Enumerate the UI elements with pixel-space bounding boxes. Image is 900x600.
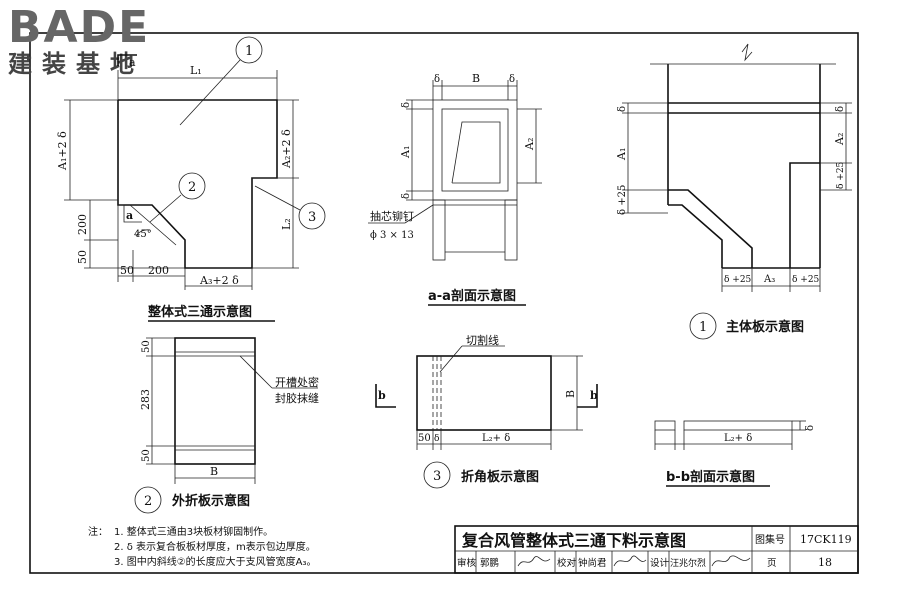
integral-tee-view: a a L₁ A₁+2 δ 200 50 50 200 A₃+2 δ A₂+2 … xyxy=(56,36,326,322)
corner-board-view: 切割线 B 50 δ L₂+ δ b b 3 折角板示意图 xyxy=(375,333,598,489)
tee-inner-slope xyxy=(129,204,177,246)
dim-50-corner: 50 xyxy=(418,433,431,444)
design-signature xyxy=(711,555,751,567)
dim-L1: L₁ xyxy=(190,64,202,77)
tee-outline xyxy=(117,99,278,269)
label-b-right: b xyxy=(590,389,598,402)
dim-50-vertical: 50 xyxy=(76,250,89,264)
dim-A1-2d: A₁+2 δ xyxy=(56,131,69,171)
callout-2-number: 2 xyxy=(188,180,196,195)
page-label: 页 xyxy=(767,558,777,569)
dim-50-fold-bottom: 50 xyxy=(141,449,152,462)
check-name: 钟尚君 xyxy=(578,557,607,569)
section-bb-view: δ L₂+ δ b-b剖面示意图 xyxy=(654,420,816,487)
dim-A3-main: A₃ xyxy=(763,274,775,285)
note-1: 1. 整体式三通由3块板材铆固制作。 xyxy=(114,525,273,538)
callout-3-corner: 3 xyxy=(433,469,441,484)
dim-50-fold-top: 50 xyxy=(141,340,152,353)
design-label: 设计 xyxy=(650,557,670,569)
label-a-top: a xyxy=(129,56,136,69)
dim-d-bb: δ xyxy=(805,425,816,431)
logo-brand: BADE xyxy=(8,2,150,53)
label-slot-seal-1: 开槽处密 xyxy=(275,375,319,389)
dim-d25-main-right: δ +25 xyxy=(836,161,846,189)
atlas-label: 图集号 xyxy=(755,533,785,546)
angle-arc xyxy=(135,229,151,237)
review-name: 郭鹏 xyxy=(480,557,499,569)
logo: BADE 建装基地 xyxy=(8,2,150,78)
dim-A1-main: A₁ xyxy=(615,148,628,161)
section-mark-b-left xyxy=(375,384,396,408)
dim-A1-aa: A₁ xyxy=(399,146,412,159)
design-name: 汪兆尔烈 xyxy=(670,557,706,569)
title-section-bb: b-b剖面示意图 xyxy=(666,469,755,485)
dim-283: 283 xyxy=(139,389,152,410)
callout-2-leader xyxy=(149,194,182,223)
sheet-frame xyxy=(29,32,859,574)
atlas-number: 17CK119 xyxy=(800,533,852,546)
dim-B-fold: B xyxy=(210,465,218,478)
dim-50-bottom: 50 xyxy=(120,264,134,277)
dim-A3-2d: A₃+2 δ xyxy=(199,274,239,287)
angle-45: 45° xyxy=(134,229,152,240)
note-2: 2. δ 表示复合板板材厚度，m表示包边厚度。 xyxy=(114,540,316,553)
dim-d-aa-left: δ xyxy=(434,74,440,85)
dim-d-aa-top: δ xyxy=(401,102,412,108)
dim-B-corner: B xyxy=(564,390,577,398)
callout-3-leader xyxy=(254,185,301,211)
callout-2-fold: 2 xyxy=(144,494,152,509)
dim-B-aa: B xyxy=(472,72,480,85)
dim-A2-aa: A₂ xyxy=(523,138,536,151)
dim-d-main-left: δ xyxy=(617,106,628,112)
dim-d-corner: δ xyxy=(434,434,439,444)
dim-d25-bottom-left: δ +25 xyxy=(724,275,752,285)
review-signature xyxy=(517,556,551,567)
label-slot-seal-2: 封胶抹缝 xyxy=(275,391,319,405)
dim-A2-2d: A₂+2 δ xyxy=(280,129,293,169)
label-rivet: 抽芯铆钉 xyxy=(370,209,414,223)
callout-1-number: 1 xyxy=(245,44,253,59)
check-signature xyxy=(613,555,647,567)
dim-d-aa-bottom: δ xyxy=(401,193,412,199)
note-3: 3. 图中内斜线②的长度应大于支风管宽度A₃。 xyxy=(114,555,317,568)
section-mark-b-right xyxy=(577,384,598,408)
dim-d-aa-right: δ xyxy=(509,74,515,85)
logo-subtitle: 建装基地 xyxy=(8,50,144,78)
notes: 注： 1. 整体式三通由3块板材铆固制作。 2. δ 表示复合板板材厚度，m表示… xyxy=(88,525,317,568)
check-label: 校对 xyxy=(557,557,577,569)
section-mark-a-top xyxy=(117,54,137,66)
label-rivet-spec: ϕ 3 × 13 xyxy=(370,230,414,241)
title-outer-fold: 外折板示意图 xyxy=(171,493,250,509)
label-b-left: b xyxy=(378,389,386,402)
dim-L2d-bb: L₂+ δ xyxy=(724,433,752,444)
page-number: 18 xyxy=(818,556,832,569)
dim-d-main-right: δ xyxy=(835,106,846,112)
notes-prefix: 注： xyxy=(88,525,108,538)
callout-3-number: 3 xyxy=(308,210,316,225)
title-corner-board: 折角板示意图 xyxy=(461,469,539,485)
section-aa-view: B δ δ δ A₁ δ A₂ 抽芯铆钉 ϕ 3 × 13 a-a剖面示意图 xyxy=(368,72,542,306)
dim-L2d-corner: L₂+ δ xyxy=(482,433,510,444)
drawing-title: 复合风管整体式三通下料示意图 xyxy=(461,531,686,550)
outer-fold-view: 50 283 50 B 开槽处密 封胶抹缝 2 外折板示意图 xyxy=(134,337,319,514)
title-main-board: 主体板示意图 xyxy=(726,319,804,335)
dim-d25-main-left: δ +25 xyxy=(617,185,628,215)
title-section-aa: a-a剖面示意图 xyxy=(428,288,516,304)
title-integral-tee: 整体式三通示意图 xyxy=(147,304,252,320)
tee-notch xyxy=(118,204,142,223)
label-cut-line: 切割线 xyxy=(466,333,499,347)
dim-A2-main: A₂ xyxy=(833,133,846,146)
callout-1-leader xyxy=(179,59,241,126)
title-block: 复合风管整体式三通下料示意图 图集号 17CK119 审核 郭鹏 校对 钟尚君 … xyxy=(454,525,859,574)
label-a-bottom: a xyxy=(126,209,133,222)
dim-200-vertical: 200 xyxy=(76,214,89,235)
dim-L2: L₂ xyxy=(280,218,293,230)
callout-1-main: 1 xyxy=(699,320,707,335)
break-mark xyxy=(741,43,753,62)
dim-200-bottom: 200 xyxy=(148,264,169,277)
review-label: 审核 xyxy=(457,557,477,569)
main-board-view: δ A₁ δ +25 δ A₂ δ +25 δ +25 A₃ δ +25 1 主… xyxy=(615,43,852,340)
dim-d25-bottom-right: δ +25 xyxy=(792,275,820,285)
